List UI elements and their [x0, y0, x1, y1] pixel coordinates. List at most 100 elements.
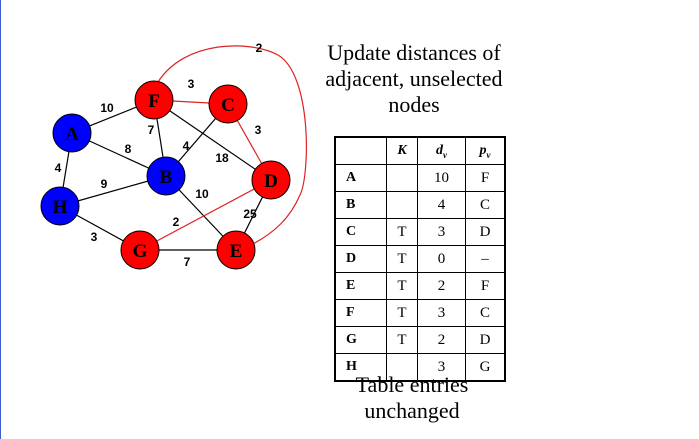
node-circle-H: [40, 186, 80, 226]
cell-known: [386, 353, 418, 382]
node-label-A: A: [65, 124, 79, 145]
header-distance-sub: v: [443, 149, 447, 160]
header-previous: pv: [465, 136, 506, 165]
nodes-layer: A B C D E F G H: [40, 80, 291, 270]
cell-distance: 3: [417, 218, 466, 246]
header-previous-sub: v: [486, 149, 491, 160]
edge-weight-F-C: 3: [188, 77, 195, 91]
cell-previous: C: [465, 299, 506, 327]
edge-weight-A-B: 8: [125, 142, 132, 156]
node-label-H: H: [53, 197, 68, 218]
edge-weight-B-E: 10: [195, 187, 209, 201]
node-circle-F: [134, 80, 174, 120]
cell-vertex: C: [334, 218, 387, 246]
footer-line-2: unchanged: [364, 398, 460, 423]
cell-known: T: [386, 245, 418, 273]
node-label-G: G: [133, 241, 148, 262]
node-C: C: [208, 84, 248, 124]
node-circle-A: [52, 113, 92, 153]
cell-distance: 3: [417, 299, 466, 327]
cell-vertex: A: [334, 164, 387, 192]
footer-line-1: Table entries: [355, 372, 469, 397]
cell-distance: 2: [417, 272, 466, 300]
cell-distance: 4: [417, 191, 466, 219]
cell-previous: D: [465, 218, 506, 246]
cell-distance: 3: [417, 353, 466, 382]
cell-vertex: D: [334, 245, 387, 273]
cell-vertex: H: [334, 353, 387, 382]
cell-vertex: G: [334, 326, 387, 354]
header-previous-main: p: [479, 142, 487, 158]
cell-previous: G: [465, 353, 506, 382]
cell-known: T: [386, 272, 418, 300]
node-circle-B: [146, 156, 186, 196]
node-G: G: [120, 230, 160, 270]
graph-diagram: 10 4 8 9 3 7 3 4 18 3 10 7 2 25 2 A B C D E F G H: [40, 41, 307, 270]
heading-line-2: adjacent, unselected: [325, 66, 503, 91]
edge-weight-C-B: 4: [183, 139, 190, 153]
edge-weight-H-B: 9: [101, 177, 108, 191]
cell-distance: 2: [417, 326, 466, 354]
edge-F-D: [153, 99, 272, 181]
cell-previous: C: [465, 191, 506, 219]
edge-G-D: [139, 179, 272, 251]
cell-known: [386, 191, 418, 219]
cell-distance: 0: [417, 245, 466, 273]
node-label-F: F: [148, 91, 160, 112]
header-distance: dv: [417, 136, 466, 165]
edge-weight-F-D: 18: [215, 151, 229, 165]
header-known: K: [386, 136, 418, 165]
node-label-D: D: [264, 171, 278, 192]
node-H: H: [40, 186, 80, 226]
node-circle-G: [120, 230, 160, 270]
header-vertex: [334, 136, 387, 165]
edge-weight-G-E: 7: [184, 255, 191, 269]
node-D: D: [251, 160, 291, 200]
cell-known: T: [386, 218, 418, 246]
edge-weight-E-D: 25: [243, 207, 257, 221]
node-F: F: [134, 80, 174, 120]
cell-distance: 10: [417, 164, 466, 192]
edge-weight-A-F: 10: [100, 101, 114, 115]
edge-weight-A-H: 4: [55, 161, 62, 175]
heading-line-1: Update distances of: [327, 40, 501, 65]
node-circle-C: [208, 84, 248, 124]
edge-weight-F-E: 2: [256, 41, 263, 55]
node-circle-D: [251, 160, 291, 200]
edge-weight-C-D: 3: [255, 123, 262, 137]
cell-known: T: [386, 299, 418, 327]
cell-previous: –: [465, 245, 506, 273]
cell-vertex: F: [334, 299, 387, 327]
cell-known: T: [386, 326, 418, 354]
table-header-row: K dv pv: [334, 136, 506, 165]
cell-previous: D: [465, 326, 506, 354]
node-E: E: [216, 230, 256, 270]
node-label-E: E: [230, 241, 243, 262]
node-label-B: B: [160, 167, 173, 188]
node-label-C: C: [221, 95, 235, 116]
slide-left-border: [0, 0, 1, 439]
cell-vertex: B: [334, 191, 387, 219]
cell-known: [386, 164, 418, 192]
edge-weight-F-B: 7: [148, 123, 155, 137]
cell-previous: F: [465, 164, 506, 192]
header-distance-main: d: [436, 142, 443, 158]
edge-weight-H-G: 3: [91, 230, 98, 244]
edge-weight-G-D: 2: [173, 215, 180, 229]
heading-line-3: nodes: [388, 92, 440, 117]
edge-F-E: [157, 45, 307, 245]
node-B: B: [146, 156, 186, 196]
node-A: A: [52, 113, 92, 153]
cell-previous: F: [465, 272, 506, 300]
slide-heading: Update distances of adjacent, unselected…: [300, 40, 528, 118]
